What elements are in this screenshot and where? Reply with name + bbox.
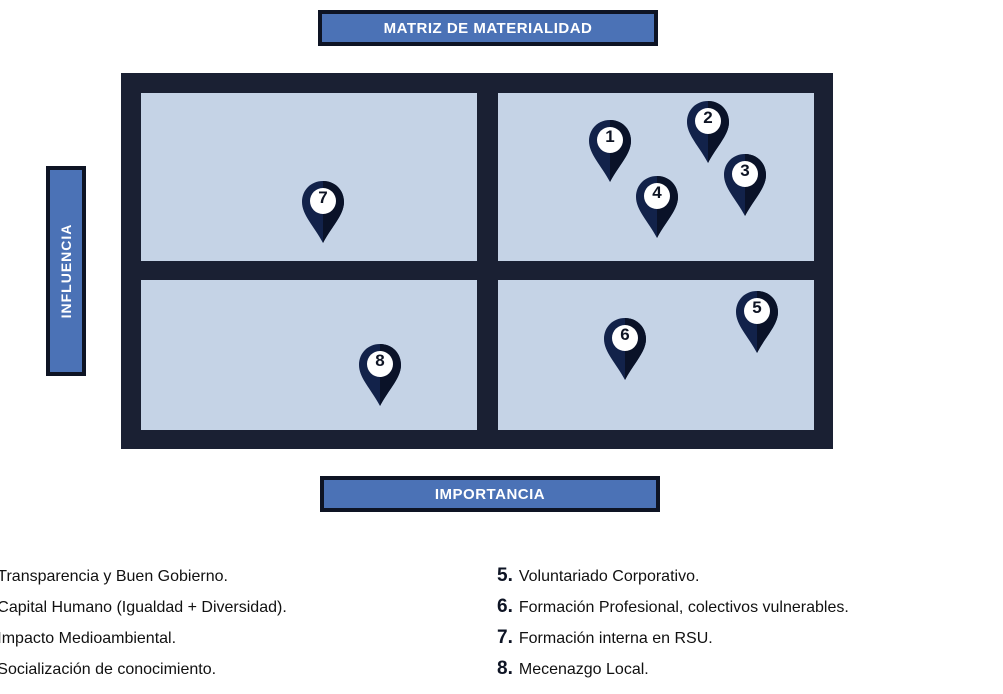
legend-text: Mecenazgo Local. (518, 661, 649, 678)
legend-text: Formación Profesional, colectivos vulner… (518, 599, 849, 616)
legend-item: 5. Voluntariado Corporativo. (497, 565, 699, 587)
map-pin-8: 8 (357, 342, 403, 408)
map-pin-5: 5 (734, 289, 780, 355)
map-pin-icon (589, 120, 631, 182)
map-pin-icon (636, 176, 678, 238)
quadrant-top-left (141, 93, 477, 261)
legend-number: 8. (497, 658, 513, 679)
matrix-title: MATRIZ DE MATERIALIDAD (318, 10, 658, 46)
legend-text: Socialización de conocimiento. (0, 661, 217, 678)
legend-item: 6. Formación Profesional, colectivos vuln… (497, 596, 849, 618)
quadrant-bottom-left (141, 280, 477, 430)
pin-number: 5 (752, 298, 762, 317)
legend-item: 7. Formación interna en RSU. (497, 627, 713, 649)
pin-number: 4 (652, 183, 662, 202)
matrix-title-text: MATRIZ DE MATERIALIDAD (383, 19, 593, 37)
legend-item: .Socialización de conocimiento. (0, 658, 216, 680)
y-axis-label: INFLUENCIA (58, 223, 74, 319)
legend-text: Formación interna en RSU. (518, 630, 713, 647)
y-axis-label-box: INFLUENCIA (46, 166, 86, 376)
map-pin-icon (724, 154, 766, 216)
map-pin-6: 6 (602, 316, 648, 382)
legend-text: Transparencia y Buen Gobierno. (0, 568, 228, 585)
pin-number: 8 (375, 351, 385, 370)
map-pin-2: 2 (685, 99, 731, 165)
legend-text: Voluntariado Corporativo. (518, 568, 700, 585)
pin-number: 2 (703, 108, 713, 127)
map-pin-icon (736, 291, 778, 353)
legend-number: 7. (497, 627, 513, 648)
map-pin-4: 4 (634, 174, 680, 240)
legend-item: .Capital Humano (Igualdad + Diversidad). (0, 596, 287, 618)
legend-item: .Impacto Medioambiental. (0, 627, 176, 649)
map-pin-1: 1 (587, 118, 633, 184)
legend-item: .Transparencia y Buen Gobierno. (0, 565, 228, 587)
legend-number: 5. (497, 565, 513, 586)
pin-number: 1 (605, 127, 615, 146)
legend-text: Capital Humano (Igualdad + Diversidad). (0, 599, 287, 616)
map-pin-icon (302, 181, 344, 243)
pin-number: 7 (318, 188, 328, 207)
x-axis-label-box: IMPORTANCIA (320, 476, 660, 512)
map-pin-icon (604, 318, 646, 380)
x-axis-label: IMPORTANCIA (434, 485, 546, 503)
legend-number: 6. (497, 596, 513, 617)
map-pin-7: 7 (300, 179, 346, 245)
pin-number: 3 (740, 161, 750, 180)
legend-item: 8. Mecenazgo Local. (497, 658, 649, 680)
map-pin-3: 3 (722, 152, 768, 218)
legend-text: Impacto Medioambiental. (0, 630, 177, 647)
pin-number: 6 (620, 325, 630, 344)
map-pin-icon (687, 101, 729, 163)
map-pin-icon (359, 344, 401, 406)
